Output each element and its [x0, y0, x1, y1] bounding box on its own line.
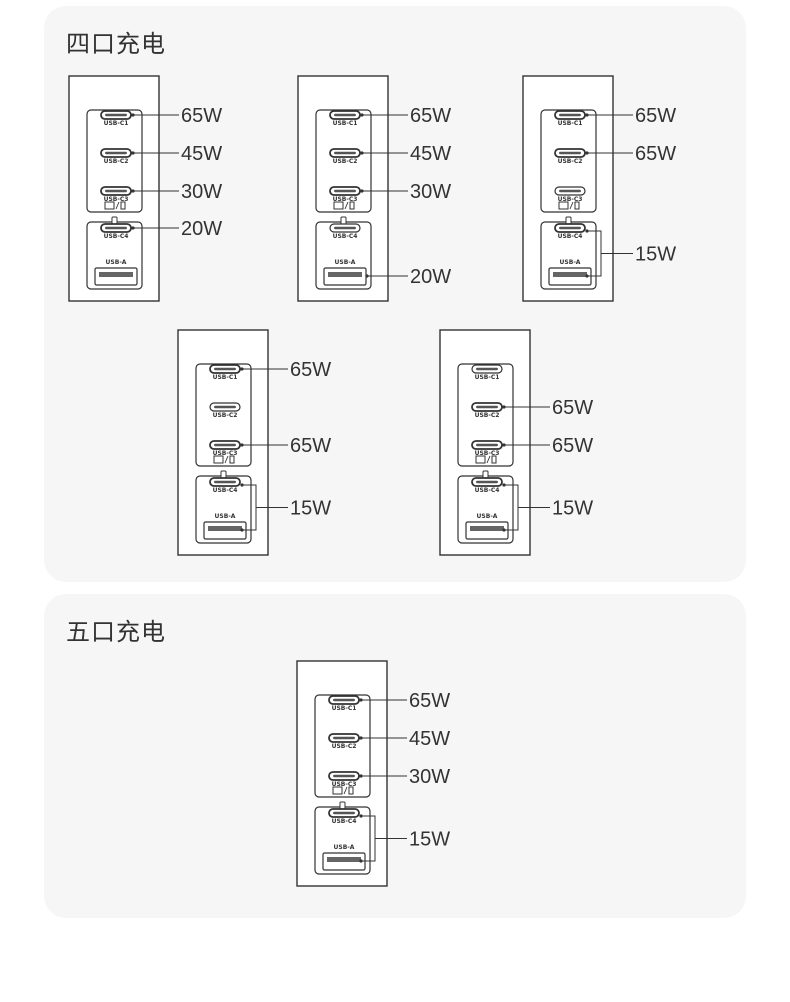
- wattage-label: 65W: [552, 435, 593, 457]
- indicator-icon: [333, 201, 344, 210]
- c4-port-label: USB-C4: [333, 233, 358, 240]
- a-port-label: USB-A: [335, 259, 356, 266]
- four-port-title: 四口充电: [66, 30, 166, 58]
- indicator-icon: [475, 455, 486, 464]
- indicator-icon: [104, 201, 115, 210]
- wattage-label: 15W: [552, 498, 593, 520]
- wattage-label: 45W: [181, 143, 222, 165]
- wattage-label: 65W: [635, 105, 676, 127]
- wattage-label: 30W: [409, 766, 450, 788]
- five-port-panel: 五口充电: [44, 594, 746, 918]
- wattage-label: 65W: [410, 105, 451, 127]
- c2-port-label: USB-C2: [213, 412, 238, 419]
- indicator-icon: [213, 455, 224, 464]
- c4-port-label: USB-C4: [104, 233, 129, 240]
- c4-port-label: USB-C4: [475, 487, 500, 494]
- four-port-panel: 四口充电: [44, 6, 746, 582]
- c2-port-label: USB-C2: [333, 158, 358, 165]
- wattage-label: 65W: [290, 435, 331, 457]
- wattage-label: 65W: [290, 359, 331, 381]
- phone-icon: [348, 786, 354, 795]
- c3-port-label: USB-C3: [213, 450, 238, 457]
- wattage-label: 65W: [552, 397, 593, 419]
- wattage-label: 20W: [410, 266, 451, 288]
- wattage-label: 65W: [409, 690, 450, 712]
- c1-port-label: USB-C1: [104, 120, 129, 127]
- wattage-label: 30W: [181, 181, 222, 203]
- c1-port-label: USB-C1: [475, 374, 500, 381]
- c1-port-label: USB-C1: [558, 120, 583, 127]
- c2-port-label: USB-C2: [104, 158, 129, 165]
- phone-icon: [349, 201, 355, 210]
- phone-icon: [491, 455, 497, 464]
- c2-port-label: USB-C2: [475, 412, 500, 419]
- wattage-label: 45W: [410, 143, 451, 165]
- a-port-label: USB-A: [106, 259, 127, 266]
- c4-port-label: USB-C4: [213, 487, 238, 494]
- c1-port-label: USB-C1: [332, 705, 357, 712]
- c3-port-label: USB-C3: [475, 450, 500, 457]
- wattage-label: 15W: [635, 244, 676, 266]
- c4-port-label: USB-C4: [558, 233, 583, 240]
- indicator-icon: [332, 786, 343, 795]
- wattage-label: 15W: [290, 498, 331, 520]
- c2-port-label: USB-C2: [558, 158, 583, 165]
- five-port-title: 五口充电: [66, 618, 166, 646]
- indicator-icon: [558, 201, 569, 210]
- c1-port-label: USB-C1: [213, 374, 238, 381]
- a-port-label: USB-A: [477, 513, 498, 520]
- wattage-label: 15W: [409, 829, 450, 851]
- upper-port-group: [540, 109, 597, 213]
- phone-icon: [120, 201, 126, 210]
- phone-icon: [574, 201, 580, 210]
- a-port-label: USB-A: [334, 844, 355, 851]
- c3-port-label: USB-C3: [333, 196, 358, 203]
- c2-port-label: USB-C2: [332, 743, 357, 750]
- c1-port-label: USB-C1: [333, 120, 358, 127]
- phone-icon: [229, 455, 235, 464]
- c4-port-label: USB-C4: [332, 818, 357, 825]
- wattage-label: 65W: [635, 143, 676, 165]
- wattage-label: 20W: [181, 218, 222, 240]
- wattage-label: 65W: [181, 105, 222, 127]
- c3-port-label: USB-C3: [558, 196, 583, 203]
- a-port-label: USB-A: [560, 259, 581, 266]
- a-port-label: USB-A: [215, 513, 236, 520]
- c3-port-label: USB-C3: [104, 196, 129, 203]
- c3-port-label: USB-C3: [332, 781, 357, 788]
- wattage-label: 30W: [410, 181, 451, 203]
- wattage-label: 45W: [409, 728, 450, 750]
